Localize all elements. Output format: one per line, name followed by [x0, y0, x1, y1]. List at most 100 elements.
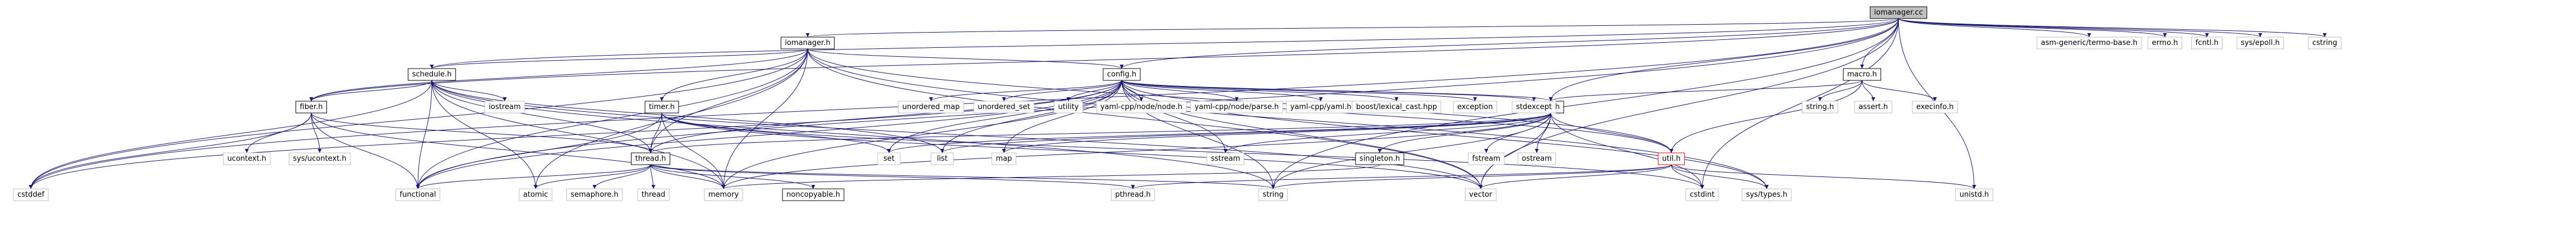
dependency-edge [245, 112, 312, 153]
dependency-edge [1121, 80, 1239, 102]
node-box [1355, 152, 1404, 165]
dependency-edge [1478, 18, 1899, 189]
node-box [1801, 101, 1838, 114]
dependency-edge [29, 80, 432, 189]
dependency-edge [416, 48, 808, 189]
dependency-edge [648, 112, 1551, 153]
dependency-edge [1121, 80, 1674, 153]
node-timer-h[interactable]: timer.h [644, 101, 679, 114]
node-label: schedule.h [412, 70, 452, 79]
node-label: thread [642, 191, 666, 199]
dependency-edge [721, 112, 1551, 189]
dependency-edge [311, 112, 726, 189]
dependency-edge [1898, 18, 2327, 38]
dependency-edge [1898, 18, 2209, 38]
node-errno-h: errno.h [2148, 37, 2182, 49]
node-box [408, 68, 456, 81]
node-label: unordered_set [978, 103, 1030, 111]
node-yaml-yaml: yaml-cpp/yaml.h [1286, 101, 1356, 114]
node-thread-h[interactable]: thread.h [631, 152, 670, 165]
node-noncopyable-h[interactable]: noncopyable.h [782, 188, 845, 201]
node-singleton-h[interactable]: singleton.h [1355, 152, 1404, 165]
dependency-edge [1898, 18, 2167, 38]
node-iomanager-h[interactable]: iomanager.h [780, 37, 835, 49]
node-config-h[interactable]: config.h [1103, 68, 1141, 81]
node-box [1843, 68, 1881, 81]
dependency-edge [430, 18, 1899, 69]
node-box [637, 188, 670, 201]
node-label: assert.h [1859, 103, 1888, 111]
dependency-edge [431, 80, 538, 189]
dependency-edge [1550, 112, 1704, 189]
dependency-edge [807, 48, 1124, 69]
node-label: stdexcept [1516, 103, 1552, 111]
node-unordered-map: unordered_map [898, 101, 964, 114]
dependency-edge [661, 112, 1483, 189]
node-macro-h[interactable]: macro.h [1843, 68, 1881, 81]
dependency-edge [431, 80, 653, 153]
node-asm-generic: asm-generic/termo-base.h [2036, 37, 2142, 49]
node-iostream: iostream [484, 101, 526, 114]
node-fiber-h[interactable]: fiber.h [296, 101, 327, 114]
node-label: vector [1469, 191, 1492, 199]
dependency-edge [533, 164, 651, 189]
node-label: iomanager.cc [1874, 8, 1923, 17]
dependency-edge [309, 48, 808, 102]
node-boost-lexical: boost/lexical_cast.hpp [1352, 101, 1441, 114]
node-thread: thread [637, 188, 670, 201]
dependency-edge [1377, 112, 1551, 153]
node-label: ostream [1522, 155, 1552, 163]
node-label: unordered_map [902, 103, 960, 111]
node-iomanager-cc[interactable]: iomanager.cc [1869, 6, 1928, 19]
node-box [780, 37, 835, 49]
node-ostream: ostream [1517, 152, 1556, 165]
node-label: yaml-cpp/node/node.h [1100, 103, 1182, 111]
node-semaphore-h: semaphore.h [566, 188, 623, 201]
node-box [1912, 101, 1958, 114]
dependency-edge [807, 48, 1769, 189]
dependency-edge [431, 80, 726, 189]
node-label: fcntl.h [2195, 39, 2218, 47]
node-assert-h: assert.h [1854, 101, 1892, 114]
node-box [2308, 37, 2342, 49]
node-label: cstddef [17, 191, 45, 199]
dependency-edge [1002, 80, 1122, 102]
node-schedule-h[interactable]: schedule.h [408, 68, 456, 81]
node-label: boost/lexical_cast.hpp [1356, 103, 1437, 111]
dependency-edge [1121, 80, 1323, 102]
node-label: pthread.h [1115, 191, 1150, 199]
node-pthread-h: pthread.h [1110, 188, 1155, 201]
node-label: macro.h [1847, 70, 1877, 79]
node-list: list [930, 152, 954, 165]
dependency-edge [929, 80, 1122, 102]
dependency-edge [1818, 80, 1863, 102]
node-box [519, 188, 552, 201]
node-box [1258, 188, 1288, 201]
node-box [930, 152, 954, 165]
node-execinfo-h: execinfo.h [1912, 101, 1958, 114]
node-fstream: fstream [1468, 152, 1505, 165]
dependency-edge [416, 164, 651, 189]
dependency-edge [1671, 164, 1976, 189]
node-label: iostream [489, 103, 520, 111]
node-box [223, 152, 271, 165]
node-yaml-node: yaml-cpp/node/node.h [1096, 101, 1187, 114]
dependency-edge [1671, 164, 1704, 189]
node-util-h[interactable]: util.h [1658, 152, 1685, 165]
node-map: map [992, 152, 1016, 165]
dependency-edge [1671, 164, 1769, 189]
node-stdexcept: stdexcept [1512, 101, 1556, 114]
nodes-layer: iomanager.cc iomanager.h asm-generic/termo… [13, 6, 2342, 201]
node-string-h: string.h [1801, 101, 1838, 114]
node-box [1468, 152, 1505, 165]
node-box [992, 152, 1016, 165]
node-box [2036, 37, 2142, 49]
node-box [1054, 101, 1083, 114]
node-sys-types: sys/types.h [1741, 188, 1792, 201]
node-label: utility [1058, 103, 1079, 111]
node-label: ucontext.h [227, 155, 266, 163]
node-yaml-parse: yaml-cpp/node/parse.h [1190, 101, 1283, 114]
node-box [1352, 101, 1441, 114]
node-box [2148, 37, 2182, 49]
